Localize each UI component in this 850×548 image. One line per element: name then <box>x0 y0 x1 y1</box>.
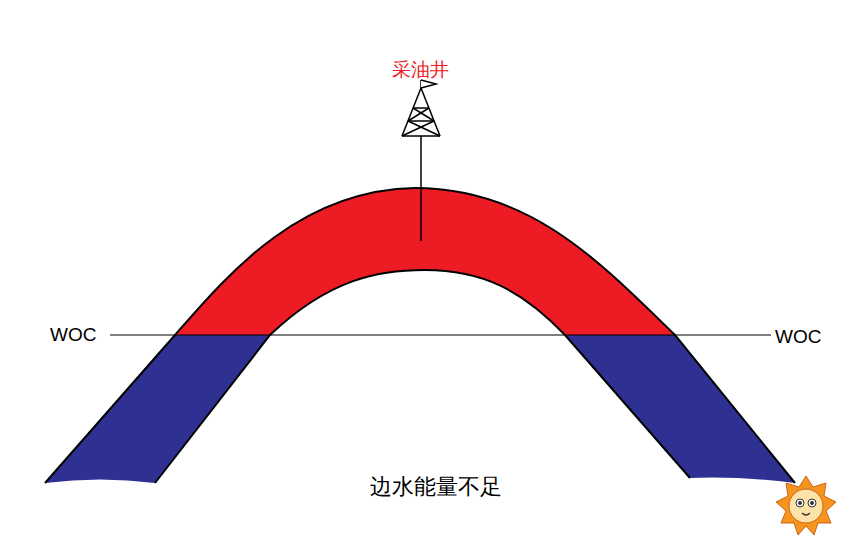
woc-label: WOC <box>50 324 96 346</box>
anticline-layer <box>45 188 795 483</box>
woc-line <box>110 334 771 335</box>
water-zone <box>45 335 795 483</box>
well-label: 采油井 <box>392 59 449 81</box>
oil-zone <box>45 188 795 335</box>
sun-icon <box>776 476 836 535</box>
caption-text: 边水能量不足 <box>370 474 502 499</box>
oil-well-derrick <box>402 80 440 241</box>
layer-top-boundary <box>45 188 795 483</box>
layer-bottom-boundary <box>155 270 690 483</box>
woc-label: WOC <box>775 326 821 348</box>
